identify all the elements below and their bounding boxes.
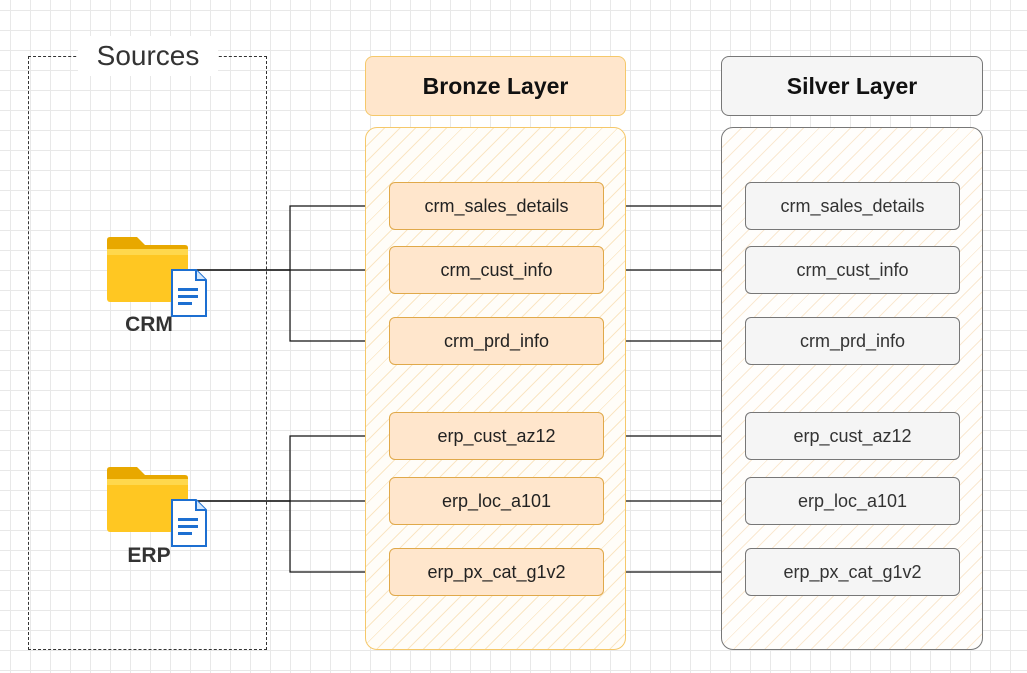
arrow-crm-to-bronze-crm-prd-info bbox=[195, 269, 388, 345]
silver-table-erp-cust-az12[interactable]: erp_cust_az12 bbox=[745, 412, 960, 460]
crm-document-icon bbox=[171, 269, 207, 317]
crm-source-label: CRM bbox=[125, 313, 173, 336]
silver-table-erp-loc-a101[interactable]: erp_loc_a101 bbox=[745, 477, 960, 525]
silver-table-crm-sales-details[interactable]: crm_sales_details bbox=[745, 182, 960, 230]
bronze-table-erp-loc-a101[interactable]: erp_loc_a101 bbox=[389, 477, 604, 525]
silver-layer-header: Silver Layer bbox=[721, 56, 983, 116]
bronze-table-erp-px-cat-g1v2[interactable]: erp_px_cat_g1v2 bbox=[389, 548, 604, 596]
bronze-table-crm-prd-info[interactable]: crm_prd_info bbox=[389, 317, 604, 365]
bronze-table-erp-cust-az12[interactable]: erp_cust_az12 bbox=[389, 412, 604, 460]
silver-table-crm-prd-info[interactable]: crm_prd_info bbox=[745, 317, 960, 365]
erp-folder-icon[interactable] bbox=[105, 466, 209, 548]
bronze-layer-header: Bronze Layer bbox=[365, 56, 626, 116]
arrow-erp-to-bronze-erp-px-cat-g1v2 bbox=[195, 500, 388, 576]
sources-title: Sources bbox=[78, 36, 218, 76]
silver-table-erp-px-cat-g1v2[interactable]: erp_px_cat_g1v2 bbox=[745, 548, 960, 596]
silver-table-crm-cust-info[interactable]: crm_cust_info bbox=[745, 246, 960, 294]
bronze-table-crm-sales-details[interactable]: crm_sales_details bbox=[389, 182, 604, 230]
bronze-table-crm-cust-info[interactable]: crm_cust_info bbox=[389, 246, 604, 294]
erp-document-icon bbox=[171, 499, 207, 547]
erp-source-label: ERP bbox=[127, 544, 171, 567]
crm-folder-icon[interactable] bbox=[105, 236, 209, 318]
